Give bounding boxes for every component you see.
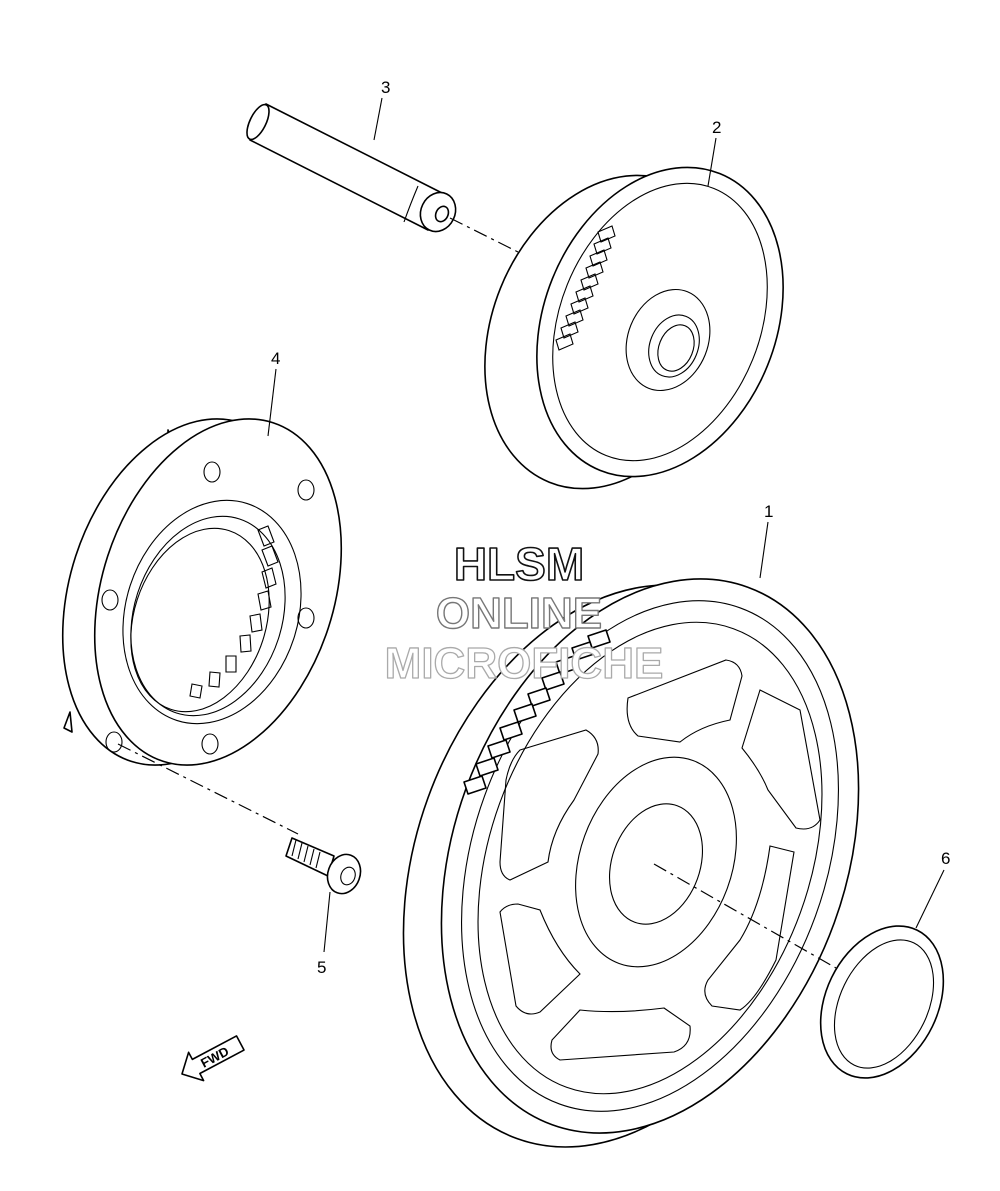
- part-5-bolt[interactable]: [285, 837, 366, 898]
- part-1-starter-wheel-gear[interactable]: [329, 520, 932, 1191]
- leader-line-2: [707, 137, 717, 187]
- fwd-label: FWD: [198, 1044, 231, 1071]
- part-1-spoke-windows: [499, 659, 821, 1061]
- callout-5: 5: [317, 958, 326, 977]
- assembly-line-1-6: [653, 863, 837, 969]
- part-4-bolt-holes: [101, 461, 315, 755]
- part-3-shaft[interactable]: [242, 101, 462, 237]
- part-4-sprag-rollers: [189, 525, 279, 699]
- part-1-gear-teeth: [463, 629, 611, 795]
- watermark-line-1: HLSM: [454, 538, 584, 590]
- callout-1: 1: [764, 502, 773, 521]
- leader-line-4: [267, 368, 277, 437]
- assembly-line-4-5: [117, 743, 299, 835]
- part-2-gear-teeth: [555, 225, 616, 351]
- leader-line-6: [915, 869, 945, 929]
- watermark-line-2: ONLINE: [436, 589, 602, 638]
- leader-line-3: [373, 97, 383, 141]
- fwd-direction-arrow: FWD: [181, 1035, 245, 1082]
- part-6-washer[interactable]: [797, 906, 968, 1099]
- leader-line-1: [759, 521, 769, 579]
- watermark: HLSM ONLINE MICROFICHE: [384, 537, 664, 688]
- callout-2: 2: [712, 118, 721, 137]
- fwd-arrow-icon: [181, 1035, 245, 1082]
- leader-line-5: [323, 891, 331, 953]
- part-4-one-way-clutch[interactable]: [21, 387, 384, 797]
- callout-3: 3: [381, 78, 390, 97]
- callout-4: 4: [271, 349, 280, 368]
- watermark-line-3: MICROFICHE: [385, 639, 664, 688]
- callout-6: 6: [941, 849, 950, 868]
- part-2-idler-gear[interactable]: [440, 130, 828, 526]
